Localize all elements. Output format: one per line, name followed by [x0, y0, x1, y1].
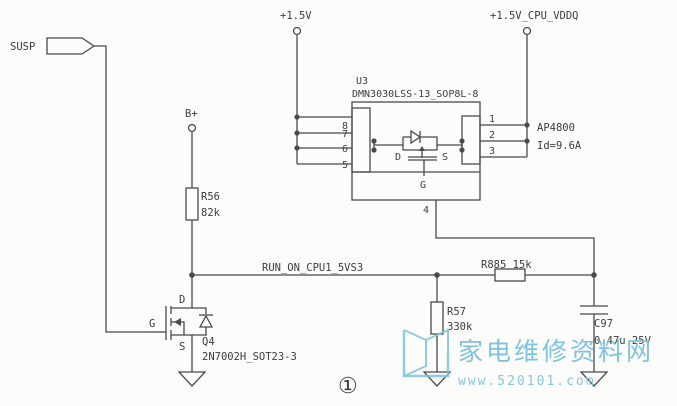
u3-pin4: 4 [423, 205, 429, 216]
q4-transistor [150, 296, 214, 387]
u3-pin8: 8 [342, 121, 348, 132]
watermark-url: www.520101.com [458, 374, 596, 389]
id-label: Id=9.6A [537, 140, 582, 152]
watermark-logo [402, 328, 450, 378]
u3-pin5: 5 [342, 160, 348, 171]
r885-resistor [494, 268, 526, 282]
q4-s-label: S [179, 341, 185, 353]
r57-value: 330k [447, 321, 473, 333]
u3-s-label: S [442, 152, 448, 163]
watermark-text: 家电维修资料网 [458, 337, 654, 366]
q4-g-label: G [149, 318, 155, 330]
c97-value: 0.47u 25V [594, 335, 652, 347]
u3-pin6: 6 [342, 144, 348, 155]
u3-pin7: 7 [342, 129, 348, 140]
run-on-net [189, 272, 597, 278]
c97-capacitor [579, 275, 609, 387]
ap4800-label: AP4800 [537, 122, 575, 134]
q4-ref: Q4 [202, 336, 215, 348]
bplus-node [187, 123, 197, 188]
susp-connector [46, 37, 150, 333]
u3-pin1: 1 [489, 114, 495, 125]
q4-d-label: D [179, 294, 185, 306]
r56-resistor [185, 187, 199, 296]
r885-label: R885 15k [481, 259, 532, 271]
v15-label: +1.5V [280, 10, 312, 22]
figure-number: ① [338, 374, 358, 399]
r56-value: 82k [201, 207, 221, 219]
q4-part: 2N7002H_SOT23-3 [202, 351, 297, 363]
bplus-label: B+ [185, 108, 198, 120]
v15-rail [292, 26, 352, 165]
u3-d-label: D [395, 152, 401, 163]
u3-pin3: 3 [489, 146, 495, 157]
r56-label: R56 [201, 191, 220, 203]
u3-part: DMN3030LSS-13_SOP8L-8 [352, 89, 478, 100]
v15-cpu-rail [480, 26, 532, 158]
v15-cpu-label: +1.5V_CPU_VDDQ [490, 10, 579, 22]
u3-g-label: G [420, 180, 426, 191]
gate-wire [435, 200, 595, 275]
u3-mosfet [371, 129, 465, 176]
c97-label: C97 [594, 318, 613, 330]
r57-label: R57 [447, 306, 466, 318]
u3-ref: U3 [356, 76, 368, 87]
u3-pin2: 2 [489, 130, 495, 141]
net-run-label: RUN_ON_CPU1_5VS3 [262, 262, 363, 274]
susp-label: SUSP [10, 41, 35, 53]
